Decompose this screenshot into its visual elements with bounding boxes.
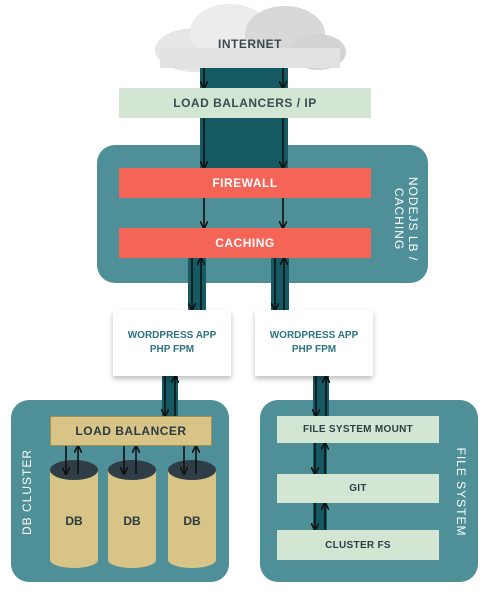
db-cylinder-1: [50, 460, 98, 568]
git-label: GIT: [349, 483, 367, 494]
nodejs-label-line1: NODEJS LB /: [406, 176, 420, 262]
connector-caching-app1: [188, 258, 206, 310]
load-balancers-label: LOAD BALANCERS / IP: [173, 96, 317, 110]
firewall-bar: FIREWALL: [119, 168, 371, 198]
db-load-balancer: LOAD BALANCER: [50, 416, 212, 446]
nodejs-label-line2: CACHING: [392, 187, 406, 251]
firewall-label: FIREWALL: [212, 176, 278, 190]
nodejs-panel-label: NODEJS LB / CACHING: [390, 159, 420, 279]
db-cylinder-2: [108, 460, 156, 568]
file-system-mount-box: FILE SYSTEM MOUNT: [277, 416, 439, 443]
db-label-3: DB: [183, 514, 201, 528]
db-cylinder-3: [168, 460, 216, 568]
internet-label: INTERNET: [218, 37, 282, 51]
cluster-fs-label: CLUSTER FS: [325, 539, 391, 551]
file-system-mount-label: FILE SYSTEM MOUNT: [302, 424, 414, 435]
app-2-line2: PHP FPM: [291, 344, 337, 355]
caching-bar: CACHING: [119, 228, 371, 258]
app-1-line1: WORDPRESS APP: [127, 330, 217, 341]
db-cluster-label: DB CLUSTER: [20, 449, 34, 536]
db-label-2: DB: [123, 514, 141, 528]
connector-app2-fs: [313, 376, 329, 418]
caching-label: CACHING: [215, 236, 275, 250]
db-cluster-label-wrap: DB CLUSTER: [20, 432, 36, 552]
internet-cloud-icon: [155, 4, 346, 72]
db-load-balancer-label: LOAD BALANCER: [75, 424, 187, 438]
connector-caching-app2: [271, 258, 289, 310]
file-system-label: FILE SYSTEM: [454, 447, 468, 537]
connector-internet-lb: [200, 68, 288, 88]
wordpress-app-1: WORDPRESS APP PHP FPM: [113, 310, 231, 376]
db-label-1: DB: [65, 514, 83, 528]
git-box: GIT: [277, 474, 439, 503]
connector-panel-top: [200, 145, 288, 169]
app-2-line1: WORDPRESS APP: [269, 330, 359, 341]
db-cylinders: [50, 460, 216, 568]
wordpress-app-2: WORDPRESS APP PHP FPM: [255, 310, 373, 376]
cluster-fs-box: CLUSTER FS: [277, 530, 439, 560]
connector-app1-lb: [162, 376, 178, 418]
load-balancers-bar: LOAD BALANCERS / IP: [119, 88, 371, 118]
arrows: [66, 68, 326, 530]
app-1-line2: PHP FPM: [149, 344, 195, 355]
file-system-label-wrap: FILE SYSTEM: [452, 432, 468, 552]
